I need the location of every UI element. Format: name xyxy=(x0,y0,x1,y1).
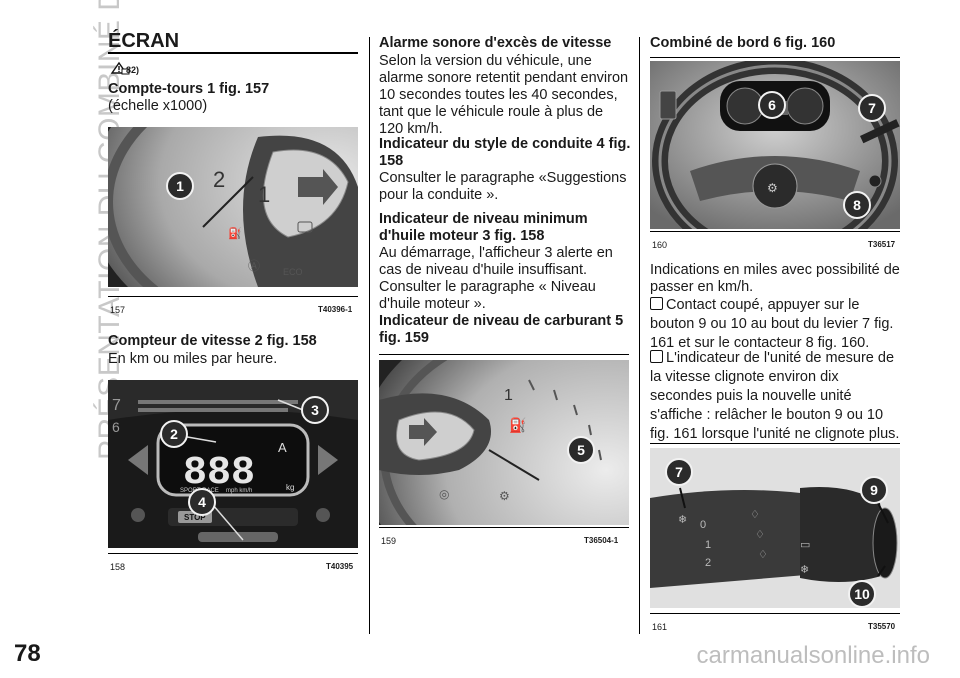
speed-alarm-text: Selon la version du véhicule, une alarme… xyxy=(379,53,629,137)
figure-159-fuel-gauge: 1 ⛽ ⚙ ◎ 5 xyxy=(379,360,629,525)
svg-text:2: 2 xyxy=(705,557,711,569)
callout-2: 2 xyxy=(160,420,188,448)
caption-rule xyxy=(650,443,900,444)
figure-code: T36517 xyxy=(868,240,896,249)
dashboard-illustration: ⚙ xyxy=(650,61,900,229)
warning-reference: 82) xyxy=(126,65,140,75)
svg-text:♢: ♢ xyxy=(755,529,765,541)
gauge-tick-label: 1 xyxy=(504,387,513,404)
section-title: ÉCRAN xyxy=(108,30,180,52)
svg-text:⚙: ⚙ xyxy=(499,489,510,503)
svg-text:2: 2 xyxy=(213,167,225,192)
callout-3: 3 xyxy=(301,396,329,424)
svg-text:♢: ♢ xyxy=(750,509,760,521)
tachometer-scale-text: (échelle x1000) xyxy=(108,98,208,114)
oil-level-text: Au démarrage, l'afficheur 3 alerte en ca… xyxy=(379,245,613,312)
caption-rule xyxy=(108,296,358,297)
caption-rule xyxy=(650,57,900,58)
stop-label: STOP xyxy=(184,513,206,522)
callout-6: 6 xyxy=(758,91,786,119)
svg-text:⛽: ⛽ xyxy=(509,417,526,434)
svg-text:0: 0 xyxy=(700,519,706,531)
callout-10: 10 xyxy=(848,580,876,608)
column-divider xyxy=(369,37,370,634)
warning-book-icon xyxy=(110,61,130,75)
svg-text:⛽: ⛽ xyxy=(228,227,242,240)
stalk-illustration: ❄ 0 1 2 ♢ ♢ ♢ ▭ ❄ xyxy=(650,448,900,608)
svg-text:⚙: ⚙ xyxy=(767,181,778,195)
checkbox-icon xyxy=(650,350,663,363)
chapter-sidebar: PRÉSENTATION DU COMBINÉ DE BORD xyxy=(22,0,126,460)
caption-rule xyxy=(379,527,629,528)
figure-number: 161 xyxy=(652,622,668,632)
tachometer-illustration: 1 2 ECO Ⓐ ⛽ xyxy=(108,127,358,287)
figure-number: 159 xyxy=(381,536,397,546)
figure-code: T35570 xyxy=(868,622,896,631)
figure-code: T40395 xyxy=(326,562,354,571)
page-number: 78 xyxy=(14,640,41,667)
svg-text:❄: ❄ xyxy=(800,564,809,576)
svg-text:Ⓐ: Ⓐ xyxy=(248,259,260,273)
driving-style-text: Consulter le paragraphe «Suggestions pou… xyxy=(379,170,627,203)
callout-5: 5 xyxy=(567,436,595,464)
miles-kmh-text: Indications en miles avec possibilité de… xyxy=(650,262,900,295)
figure-number: 158 xyxy=(110,562,126,572)
caption-rule xyxy=(650,613,900,614)
caption-rule xyxy=(650,231,900,232)
callout-4: 4 xyxy=(188,488,216,516)
heading-oil-level: Indicateur de niveau minimum d'huile mot… xyxy=(379,211,588,244)
svg-text:1: 1 xyxy=(258,182,270,207)
svg-text:◎: ◎ xyxy=(439,487,449,501)
figure-number: 157 xyxy=(110,305,126,315)
title-underline xyxy=(108,52,358,54)
kg-label: kg xyxy=(286,483,294,492)
callout-9: 9 xyxy=(860,476,888,504)
speed-units-label: mph km/h xyxy=(226,488,252,494)
instruction-step-1: Contact coupé, appuyer sur le bouton 9 o… xyxy=(650,297,894,351)
heading-speedometer: Compteur de vitesse 2 fig. 158 xyxy=(108,333,317,349)
callout-7: 7 xyxy=(858,94,886,122)
figure-code: T40396-1 xyxy=(318,305,353,314)
heading-tachometer: Compte-tours 1 fig. 157 xyxy=(108,81,270,97)
watermark: carmanualsonline.info xyxy=(696,642,930,669)
figure-number: 160 xyxy=(652,240,668,250)
instruction-step-2: L'indicateur de l'unité de mesure de la … xyxy=(650,350,900,442)
svg-text:7: 7 xyxy=(112,397,121,414)
heading-fuel-level: Indicateur de niveau de carburant 5 fig.… xyxy=(379,313,624,346)
svg-text:♢: ♢ xyxy=(758,549,768,561)
figure-161-stalk: ❄ 0 1 2 ♢ ♢ ♢ ▭ ❄ 7 9 10 xyxy=(650,448,900,608)
figure-160-dashboard: ⚙ 6 7 8 xyxy=(650,61,900,229)
eco-indicator-label: ECO xyxy=(283,267,303,277)
svg-text:▭: ▭ xyxy=(800,539,810,551)
svg-text:1: 1 xyxy=(705,539,711,551)
callout-1: 1 xyxy=(166,172,194,200)
callout-7: 7 xyxy=(665,458,693,486)
caption-rule xyxy=(108,553,358,554)
heading-driving-style: Indicateur du style de conduite 4 fig. 1… xyxy=(379,136,631,169)
svg-text:6: 6 xyxy=(112,419,120,435)
speedometer-text: En km ou miles par heure. xyxy=(108,351,278,367)
gear-mode-label: A xyxy=(278,440,287,455)
figure-158-speedometer: 7 6 888 SPORT RACE mph km/h kg A STOP 2 … xyxy=(108,380,358,548)
checkbox-icon xyxy=(650,297,663,310)
callout-8: 8 xyxy=(843,191,871,219)
caption-rule xyxy=(379,354,629,355)
column-divider xyxy=(639,37,640,634)
svg-text:❄: ❄ xyxy=(678,514,687,526)
figure-code: T36504-1 xyxy=(584,536,619,545)
heading-instrument-cluster: Combiné de bord 6 fig. 160 xyxy=(650,35,836,51)
heading-speed-alarm: Alarme sonore d'excès de vitesse xyxy=(379,35,612,51)
figure-157-tachometer: 1 2 ECO Ⓐ ⛽ 1 xyxy=(108,127,358,287)
